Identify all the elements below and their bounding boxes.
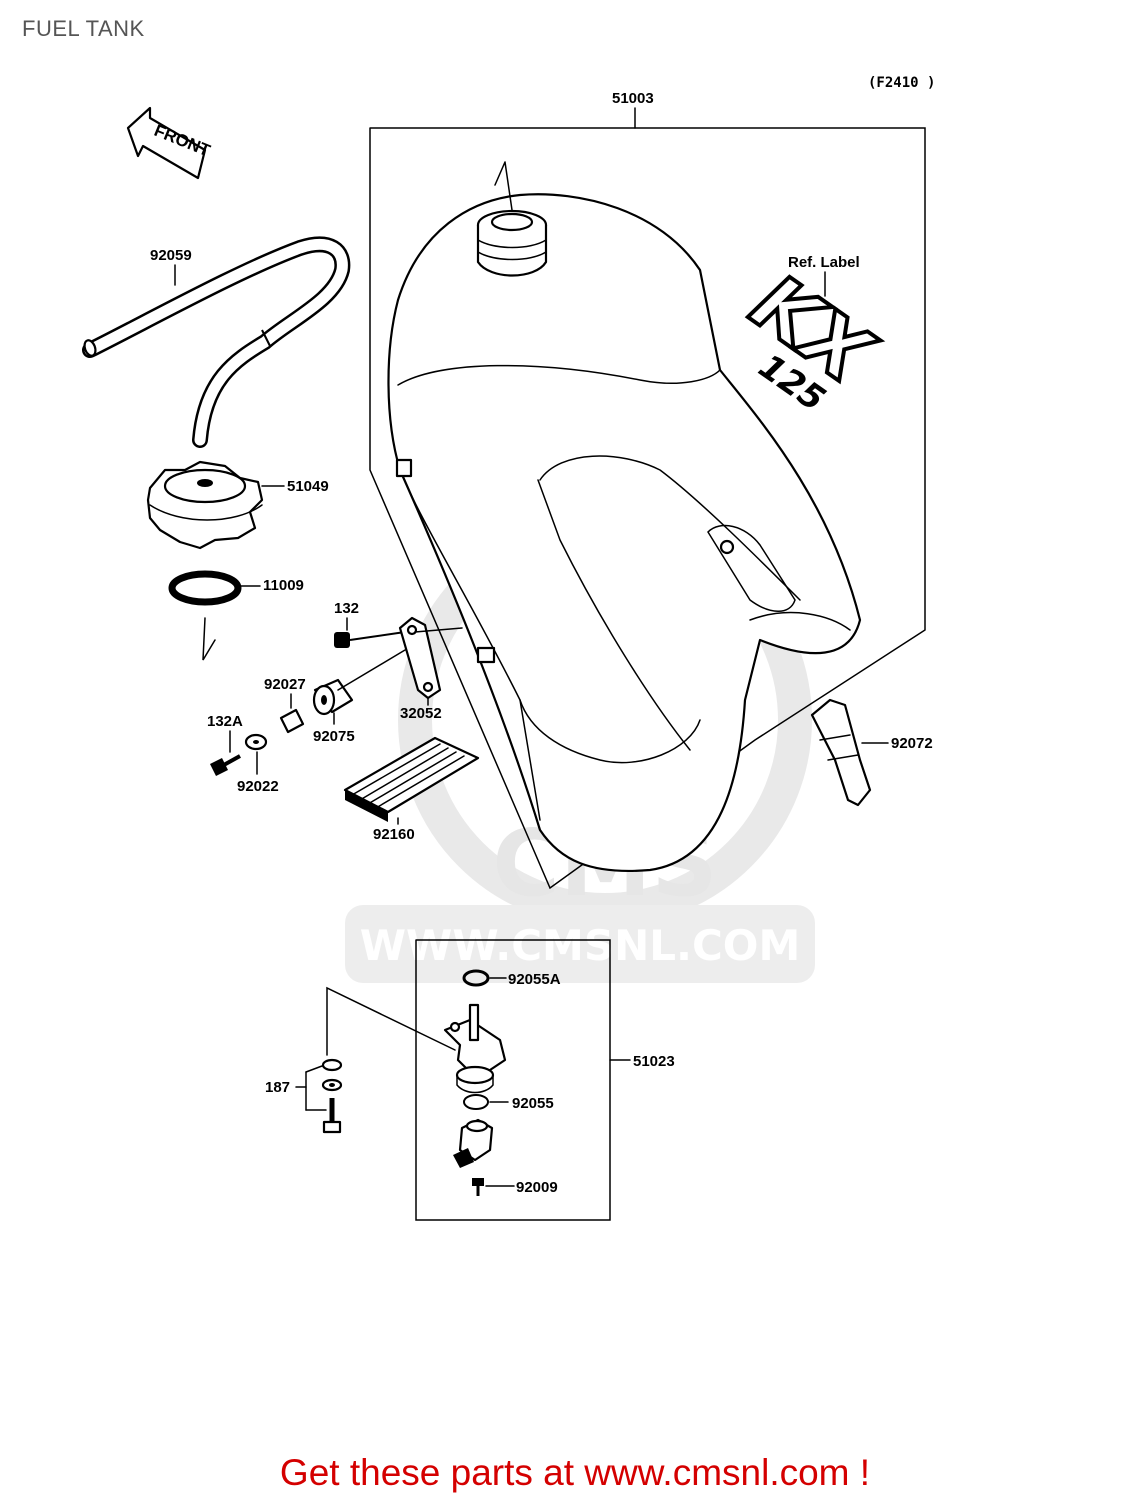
cap-gasket: 11009 <box>168 570 304 661</box>
promo-banner[interactable]: Get these parts at www.cmsnl.com ! <box>0 1452 1146 1494</box>
breather-hose: 92059 <box>82 236 351 448</box>
ref-label: Ref. Label <box>788 254 860 271</box>
label-92160: 92160 <box>373 826 415 843</box>
tank-strap: 92072 <box>810 698 933 807</box>
bracket-assembly: 132 32052 <box>334 600 463 722</box>
label-132A: 132A <box>207 713 243 730</box>
promo-text[interactable]: Get these parts at www.cmsnl.com ! <box>279 1452 871 1493</box>
label-92072: 92072 <box>891 735 933 752</box>
label-92027: 92027 <box>264 676 306 693</box>
label-51023: 51023 <box>633 1053 675 1070</box>
valve-mount-bolts: 187 <box>265 986 456 1134</box>
label-92075: 92075 <box>313 728 355 745</box>
label-51049: 51049 <box>287 478 329 495</box>
front-arrow: FRONT <box>126 106 213 180</box>
label-92055: 92055 <box>512 1095 554 1112</box>
parts-diagram: CMS WWW.CMSNL.COM (F2410 ) FRONT 51003 <box>82 75 935 1221</box>
fuel-cap: 51049 <box>146 460 329 550</box>
fuel-tank <box>387 161 862 872</box>
watermark-url: WWW.CMSNL.COM <box>360 921 801 970</box>
damper-parts: 92075 92027 <box>264 649 406 745</box>
label-187: 187 <box>265 1079 290 1096</box>
page-title: FUEL TANK <box>22 16 145 41</box>
figure-code: (F2410 ) <box>868 75 935 91</box>
label-92022: 92022 <box>237 778 279 795</box>
bolt-washer: 132A 92022 <box>207 713 279 795</box>
label-32052: 32052 <box>400 705 442 722</box>
watermark-banner <box>345 905 815 983</box>
tank-callout-box: 51003 <box>369 90 926 890</box>
label-92055A: 92055A <box>508 971 561 988</box>
label-132: 132 <box>334 600 359 617</box>
fuel-valve-box: 51023 92055A 92055 92009 <box>415 939 675 1221</box>
label-11009: 11009 <box>263 577 304 594</box>
label-51003: 51003 <box>612 90 654 107</box>
rubber-pad: 92160 <box>343 736 480 843</box>
label-92059: 92059 <box>150 247 192 264</box>
label-92009: 92009 <box>516 1179 558 1196</box>
